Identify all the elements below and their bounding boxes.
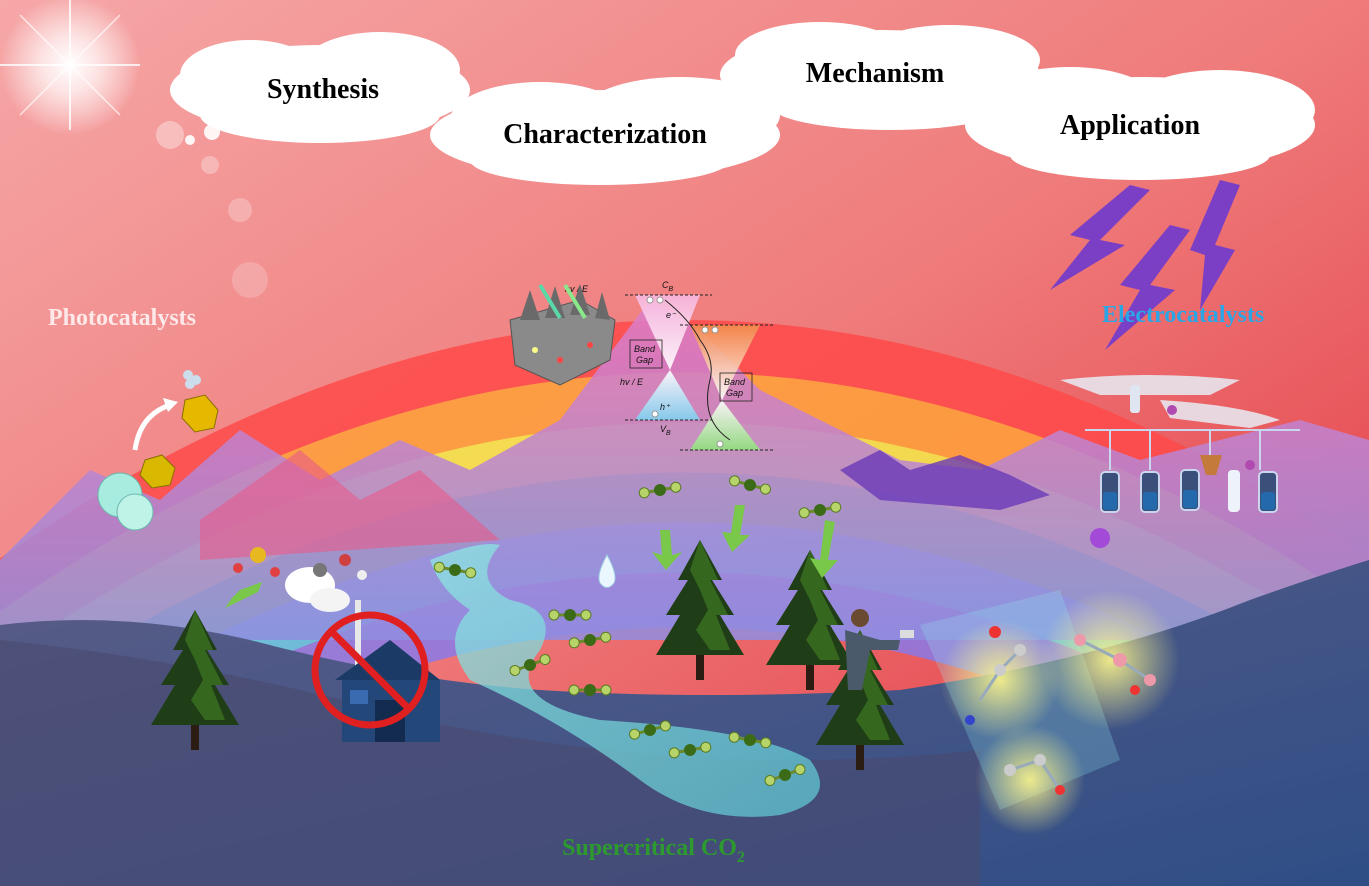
- molecule-projection: [920, 590, 1180, 835]
- flask-icon: [1180, 469, 1200, 511]
- band-gap-1-line1: Band: [634, 344, 656, 354]
- electrochem-setup: [1060, 375, 1300, 548]
- band-gap-2-line2: Gap: [726, 388, 743, 398]
- cloud-mechanism: [720, 22, 1040, 130]
- valley-shade: [0, 640, 980, 886]
- supercritical-co2-text: Supercritical CO: [562, 835, 737, 861]
- cloud-application: [965, 67, 1315, 180]
- sun-icon: [0, 0, 268, 298]
- photocatalysts-label: Photocatalysts: [48, 305, 196, 331]
- cloud-label-synthesis: Synthesis: [267, 74, 379, 105]
- flask-icon: [1258, 471, 1278, 513]
- cloud-characterization: [430, 77, 780, 185]
- water-drop-icon: [598, 553, 616, 588]
- cb-label: CB: [662, 280, 674, 293]
- scientist-figure: [845, 609, 914, 690]
- nanostructure: [509, 283, 616, 386]
- photocatalyst-particles: [97, 370, 219, 531]
- co2-molecule-icon: [567, 682, 613, 698]
- cloud-synthesis: [170, 32, 470, 145]
- cloud-label-mechanism: Mechanism: [806, 58, 944, 89]
- vb-label: VB: [660, 424, 671, 437]
- hole-label: h⁺: [660, 402, 671, 412]
- arrows: [225, 505, 838, 608]
- flask-icon: [1100, 471, 1120, 513]
- cloud-label-characterization: Characterization: [503, 119, 707, 150]
- supercritical-co2-label: Supercritical CO2: [562, 835, 745, 866]
- cloud-label-application: Application: [1060, 110, 1200, 141]
- co2-molecule-icon: [547, 607, 593, 623]
- smoke: [233, 547, 367, 612]
- supercritical-co2-subscript: 2: [737, 849, 745, 866]
- lightning-icon: [1050, 180, 1240, 350]
- hv-mid-label: hv / E: [620, 377, 644, 387]
- electron-label: e⁻: [666, 310, 677, 320]
- band-gap-2-line1: Band: [724, 377, 746, 387]
- band-gap-1-line2: Gap: [636, 355, 653, 365]
- electrocatalysts-label: Electrocatalysts: [1102, 302, 1264, 328]
- band-diagram: Band Gap Band Gap CB VB hv / E hv / E e⁻…: [565, 280, 775, 451]
- flask-icon: [1140, 471, 1160, 513]
- no-entry-icon: [311, 611, 429, 729]
- hv-top-label: hv / E: [565, 284, 589, 294]
- river: [430, 544, 820, 817]
